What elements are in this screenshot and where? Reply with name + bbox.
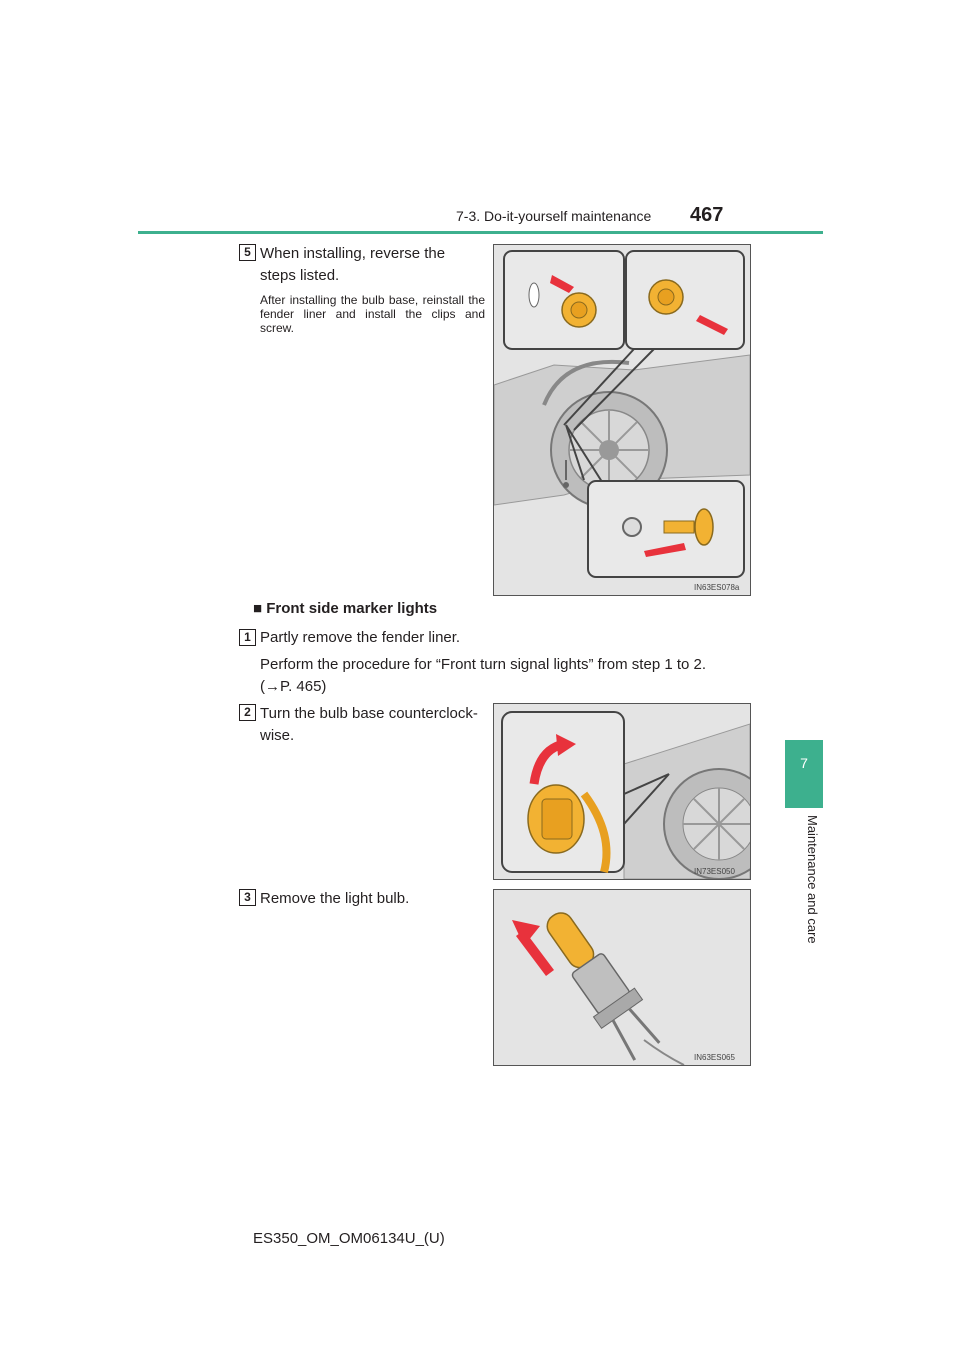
step-number-5: 5	[239, 244, 256, 261]
page-number: 467	[690, 204, 724, 226]
section-title: 7-3. Do-it-yourself maintenance	[456, 208, 652, 224]
subsection-title: Front side marker lights	[266, 600, 438, 617]
step-5-note: After installing the bulb base, reinstal…	[260, 293, 485, 335]
step-1-reference-link[interactable]: (→P. 465)	[260, 678, 327, 695]
step-5-text: When installing, reverse the steps liste…	[260, 245, 446, 284]
header-rule	[138, 231, 823, 234]
square-bullet-icon: ■	[253, 600, 263, 617]
figure-bulb-base-turn: IN73ES050	[493, 703, 751, 880]
document-id: ES350_OM_OM06134U_(U)	[253, 1230, 445, 1247]
subsection-heading: ■ Front side marker lights	[253, 600, 437, 617]
step-number-2: 2	[239, 704, 256, 721]
figure-code: IN63ES065	[694, 1053, 735, 1062]
chapter-tab	[785, 740, 823, 808]
chapter-label-container: Maintenance and care	[770, 815, 840, 975]
step-1-text: Partly remove the fender liner.	[260, 629, 461, 646]
step-1-detail: Perform the procedure for “Front turn si…	[260, 656, 707, 673]
step-number-1: 1	[239, 629, 256, 646]
step-number-3: 3	[239, 889, 256, 906]
figure-clip-install: IN63ES078a	[493, 244, 751, 596]
figure-code: IN63ES078a	[694, 583, 740, 592]
step-2-text: Turn the bulb base counterclock-wise.	[260, 705, 478, 744]
figure-bulb-removal: IN63ES065	[493, 889, 751, 1066]
chapter-number: 7	[800, 755, 808, 771]
step-3-text: Remove the light bulb.	[260, 890, 410, 907]
chapter-label: Maintenance and care	[805, 815, 820, 944]
figure-code: IN73ES050	[694, 867, 735, 876]
